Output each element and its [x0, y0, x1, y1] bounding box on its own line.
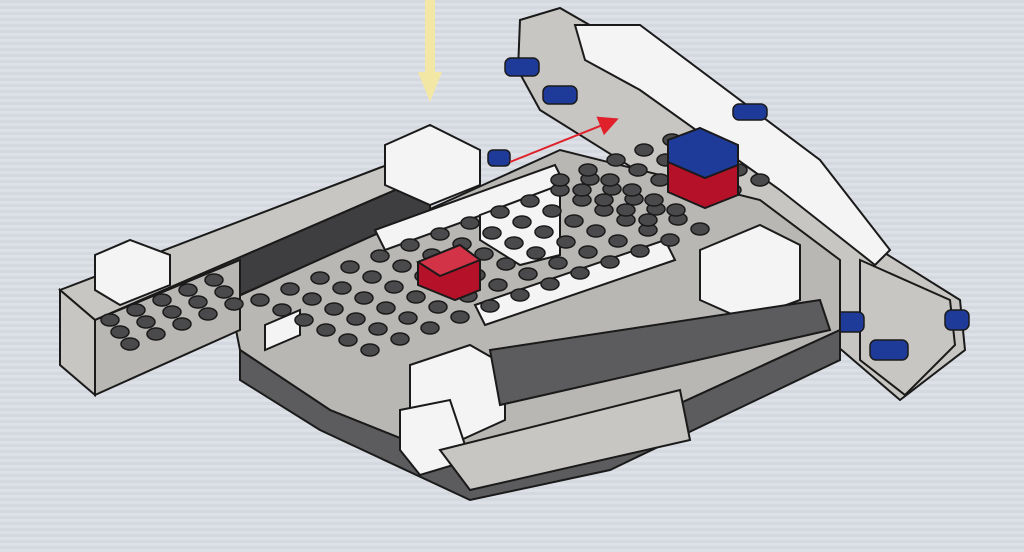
yellow-down-arrow-icon — [418, 0, 442, 102]
stud — [152, 293, 172, 307]
stud — [420, 321, 440, 335]
stud — [398, 311, 418, 325]
stud — [172, 317, 192, 331]
stud — [294, 313, 314, 327]
stud — [480, 299, 500, 313]
stud — [572, 183, 592, 197]
stud — [198, 307, 218, 321]
stud — [428, 300, 448, 314]
stud — [390, 332, 410, 346]
left-end-bricks — [94, 123, 481, 307]
stud — [100, 313, 120, 327]
stud — [370, 249, 390, 263]
stud — [280, 282, 300, 296]
stud — [534, 225, 554, 239]
stud — [392, 259, 412, 273]
stud — [346, 312, 366, 326]
stud — [606, 153, 626, 167]
stud — [302, 292, 322, 306]
stud — [340, 260, 360, 274]
stud — [272, 303, 292, 317]
red-insert-arrow-icon — [509, 116, 619, 163]
stud — [650, 173, 670, 187]
stud — [384, 280, 404, 294]
stud — [512, 215, 532, 229]
stud — [214, 285, 234, 299]
stud — [332, 281, 352, 295]
stud — [488, 278, 508, 292]
stud — [204, 273, 224, 287]
stud — [690, 222, 710, 236]
stud — [644, 193, 664, 207]
stud — [146, 327, 166, 341]
stud — [324, 302, 344, 316]
stud — [450, 310, 470, 324]
stud — [126, 303, 146, 317]
stud — [600, 173, 620, 187]
stud — [520, 194, 540, 208]
stud — [178, 283, 198, 297]
stud — [496, 257, 516, 271]
stud — [482, 226, 502, 240]
stud — [400, 238, 420, 252]
stud — [578, 163, 598, 177]
stud — [504, 236, 524, 250]
stud — [354, 291, 374, 305]
stud — [550, 173, 570, 187]
stud — [162, 305, 182, 319]
stud — [750, 173, 770, 187]
stud — [540, 277, 560, 291]
lower-technic-beam — [438, 298, 832, 492]
stud — [548, 256, 568, 270]
stud — [608, 234, 628, 248]
stud — [136, 315, 156, 329]
red-slope-brick — [415, 243, 483, 302]
stud — [338, 333, 358, 347]
stud — [564, 214, 584, 228]
stud — [518, 267, 538, 281]
stud — [406, 290, 426, 304]
stud — [634, 143, 654, 157]
stud — [224, 297, 244, 311]
blue-pins — [487, 57, 970, 361]
stud — [430, 227, 450, 241]
stud — [586, 224, 606, 238]
stud — [310, 271, 330, 285]
stud — [250, 293, 270, 307]
stud — [526, 246, 546, 260]
stud — [578, 245, 598, 259]
stud — [316, 323, 336, 337]
stud — [376, 301, 396, 315]
stud — [120, 337, 140, 351]
stud — [600, 255, 620, 269]
stud — [360, 343, 380, 357]
stud — [570, 266, 590, 280]
stud — [368, 322, 388, 336]
stud — [638, 213, 658, 227]
stud — [490, 205, 510, 219]
stud — [510, 288, 530, 302]
stud — [542, 204, 562, 218]
stud — [362, 270, 382, 284]
stud — [630, 244, 650, 258]
stud — [188, 295, 208, 309]
stud — [110, 325, 130, 339]
stud — [628, 163, 648, 177]
stud — [474, 247, 494, 261]
stud — [666, 203, 686, 217]
red-blue-brick-stack — [667, 126, 739, 210]
stud — [556, 235, 576, 249]
stud — [594, 193, 614, 207]
stud — [460, 216, 480, 230]
stud — [622, 183, 642, 197]
stud — [660, 233, 680, 247]
stud — [616, 203, 636, 217]
